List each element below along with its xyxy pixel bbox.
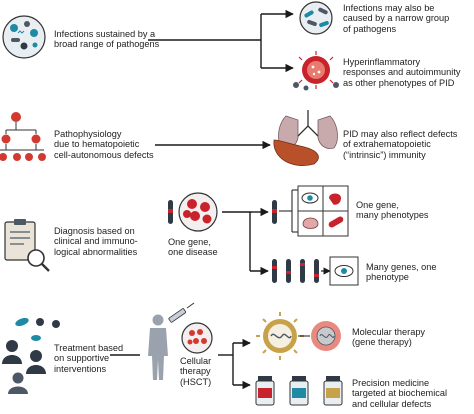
broad-pathogens-icon: [2, 15, 46, 59]
clipboard-icon: [4, 219, 50, 272]
gene-therapy-virus-icon: [256, 312, 341, 360]
single-gene-icon: [272, 189, 298, 233]
syringe-icon: [168, 302, 195, 323]
row4-cellular-therapy-label: Cellular therapy (HSCT): [180, 356, 212, 387]
many-genes-icon: [272, 256, 359, 286]
row3-arrows: [222, 207, 269, 276]
row1-narrow-pathogens-label: Infections may also be caused by a narro…: [343, 3, 450, 34]
row3-one-gene-many-phenotypes-label: One gene, many phenotypes: [356, 200, 429, 221]
row4-arrows: [110, 338, 251, 390]
row1-hyperinflammatory-label: Hyperinflammatory responses and autoimmu…: [343, 57, 461, 88]
precision-medicine-vials-icon: [255, 376, 343, 406]
patients-pills-icon: [2, 317, 60, 394]
phenotypes-grid-icon: [297, 185, 349, 237]
narrow-pathogens-icon: [299, 1, 333, 35]
gene-chromosome-icon: [168, 200, 173, 224]
row1-arrows: [148, 9, 294, 73]
inflamed-cell-icon: [293, 51, 339, 91]
row4-precision-medicine-label: Precision medicine targeted at biochemic…: [352, 378, 447, 409]
row4-treatment-label: Treatment based on supportive interventi…: [54, 343, 124, 374]
cell-transplant-icon: [181, 322, 213, 354]
human-figure-icon: [148, 314, 168, 380]
hematopoietic-tree-icon: [0, 112, 46, 161]
row2-extrahematopoietic-label: PID may also reflect defects of extrahem…: [343, 129, 458, 160]
row3-diagnosis-label: Diagnosis based on clinical and immuno- …: [54, 226, 138, 257]
organs-icon: [273, 110, 338, 166]
row3-many-genes-one-phenotype-label: Many genes, one phenotype: [366, 262, 437, 283]
row4-molecular-therapy-label: Molecular therapy (gene therapy): [352, 327, 426, 348]
red-cells-icon: [178, 192, 218, 232]
row3-one-gene-one-disease-label: One gene, one disease: [168, 237, 218, 258]
row1-broad-pathogens-label: Infections sustained by a broad range of…: [54, 29, 160, 50]
row2-pathophysiology-label: Pathophysiology due to hematopoietic cel…: [54, 129, 154, 160]
